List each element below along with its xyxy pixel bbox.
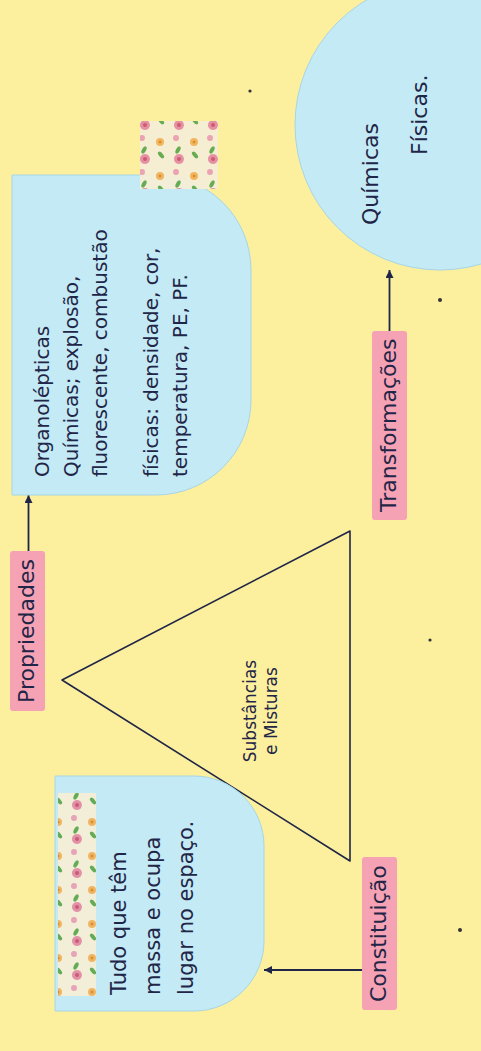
arrow-connector <box>264 969 362 971</box>
label-text: Propriedades <box>13 559 42 703</box>
highlight-label: Transformações <box>372 331 407 520</box>
circle-outline <box>295 0 481 270</box>
floral-tape <box>140 121 218 189</box>
card-shape <box>55 776 264 1011</box>
node-text: Químicas <box>357 0 386 225</box>
arrow-connector <box>28 495 30 551</box>
note-card: OrganolépticasQuímicas; explosão, fluore… <box>12 175 251 495</box>
arrow-connector <box>389 270 391 331</box>
label-text: Transformações <box>375 339 404 512</box>
ink-dot <box>428 638 431 641</box>
ink-dot <box>438 298 442 302</box>
node-text: físicas: densidade, cor, temperatura, PE… <box>137 193 195 477</box>
highlight-label: Constituição <box>362 857 397 1010</box>
floral-tape <box>58 793 96 996</box>
circle-shape <box>295 0 481 270</box>
ink-dot <box>458 928 462 932</box>
label-text: Constituição <box>365 865 394 1002</box>
card-shape <box>12 175 251 495</box>
node-text: Substâncias e Misturas <box>240 652 283 770</box>
node-text: Químicas; explosão, fluorescente, combus… <box>57 193 115 477</box>
node-text: Físicas. <box>406 0 435 155</box>
node-text: Tudo que têm massa e ocupa lugar no espa… <box>103 790 204 995</box>
circle-card: Químicas Físicas. <box>295 0 481 270</box>
highlight-label: Propriedades <box>10 551 45 711</box>
node-text: Organolépticas <box>28 193 57 477</box>
ink-dot <box>248 89 251 92</box>
